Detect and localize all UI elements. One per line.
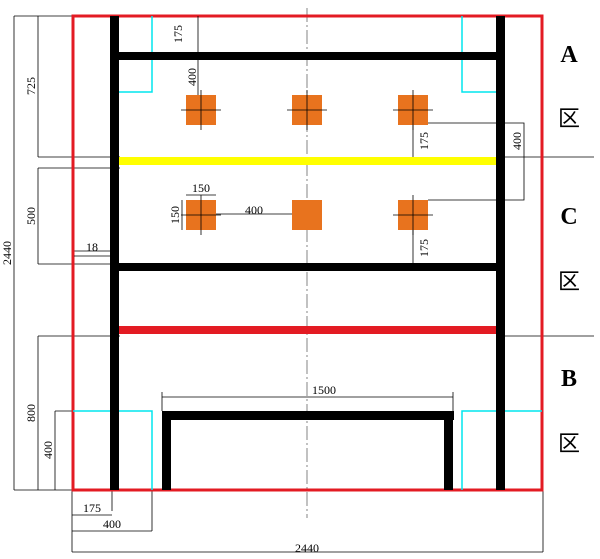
dim-b-zone-height: 800 [24, 404, 38, 422]
dim-a-right-spacing: 175 [417, 132, 431, 150]
dim-block-width: 150 [192, 181, 210, 195]
zone-c-label: 区 [558, 270, 580, 295]
room-frame [71, 14, 544, 492]
block-c-right [393, 195, 433, 235]
dim-wall-thickness: 18 [86, 240, 98, 254]
dimension-labels: 2440 725 500 800 400 18 175 400 175 400 … [0, 25, 524, 555]
block-a-middle [287, 90, 327, 130]
dim-c-zone-height: 500 [24, 207, 38, 225]
dimension-lines [13, 16, 543, 553]
dim-a-right-height: 400 [510, 132, 524, 150]
dim-total-width: 2440 [295, 541, 319, 555]
dim-block-spacing: 400 [245, 203, 263, 217]
dim-bottom-400: 400 [103, 517, 121, 531]
extension-lines [14, 15, 594, 552]
block-c-left [181, 195, 221, 235]
dim-a-top-offset: 175 [171, 25, 185, 43]
block-a-right [393, 90, 433, 130]
yellow-divider-bar [119, 157, 496, 165]
block-c-middle [292, 200, 322, 230]
dim-total-height: 2440 [0, 241, 14, 265]
corner-markers [73, 16, 542, 490]
zone-b-label: 区 [558, 432, 580, 457]
dim-a-block-offset: 400 [185, 68, 199, 86]
zone-c-letter: C [560, 204, 577, 230]
block-a-left [181, 90, 221, 130]
red-divider-bar [119, 326, 496, 334]
dim-c-bottom-offset: 175 [417, 239, 431, 257]
dim-a-zone-height: 725 [24, 77, 38, 95]
zone-a-letter: A [560, 42, 578, 68]
zone-a-label: 区 [558, 107, 580, 132]
zone-b-letter: B [561, 366, 577, 392]
dim-bottom-175: 175 [83, 501, 101, 515]
orange-blocks [181, 90, 433, 235]
dim-block-height: 150 [168, 206, 182, 224]
zone-labels: A 区 C 区 B 区 [558, 42, 580, 457]
dim-bench-width: 1500 [312, 383, 336, 397]
shelving-structure [110, 16, 505, 490]
dim-b-corner-height: 400 [41, 441, 55, 459]
